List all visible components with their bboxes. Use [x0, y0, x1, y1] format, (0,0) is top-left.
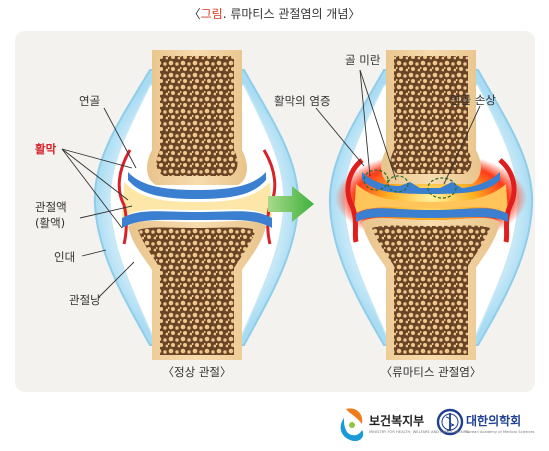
label-ligament: 인대 [54, 250, 75, 264]
label-capsule: 관절낭 [69, 293, 101, 307]
label-cartilage: 연골 [79, 94, 100, 108]
label-bone-erosion: 골 미란 [345, 53, 381, 67]
normal-upper-marrow [156, 56, 238, 176]
academy-subtitle: Korean Academy of Medical Sciences [466, 430, 535, 434]
ministry-name: 보건복지부 [369, 414, 425, 428]
label-cartilage-damage: 연골 손상 [450, 93, 496, 107]
academy-logo-icon [436, 408, 464, 436]
leader-lines [61, 69, 481, 299]
figure-title: 〈그림. 류마티스 관절염의 개념〉 [0, 5, 549, 22]
ra-synovium-left [345, 158, 364, 243]
normal-synovium-left [117, 149, 132, 245]
label-synovial-fluid-alt: (활액) [35, 216, 65, 230]
ra-upper-marrow [390, 56, 472, 174]
title-keyword: 그림 [200, 7, 223, 21]
label-synovium: 활막 [35, 142, 57, 156]
normal-synovial-fluid [122, 182, 272, 218]
ra-synovium-right [498, 158, 517, 243]
ra-cartilage-damage-circle [427, 177, 457, 199]
progression-arrow [268, 186, 314, 222]
ra-lower-marrow [372, 225, 490, 355]
ra-erosion-circle-left [363, 169, 389, 191]
ra-lower-cartilage [356, 208, 508, 222]
ministry-subtitle: MINISTRY FOR HEALTH, WELFARE AND FAMILY … [369, 430, 469, 434]
ministry-logo-icon [340, 408, 364, 442]
normal-lower-cartilage [122, 211, 272, 228]
academy-name: 대한의학회 [466, 414, 522, 428]
ra-joint [328, 50, 534, 360]
normal-joint [93, 50, 300, 360]
caption-ra-joint: 〈류마티스 관절염〉 [381, 365, 482, 379]
title-bracket: 〈 [188, 7, 201, 21]
ra-upper-cartilage [362, 172, 500, 194]
label-synovitis: 활막의 염증 [274, 94, 331, 108]
normal-upper-cartilage [128, 172, 266, 199]
normal-lower-marrow [138, 227, 256, 355]
ra-synovial-fluid [354, 184, 508, 214]
title-text: . 류마티스 관절염의 개념〉 [222, 7, 361, 21]
label-synovial-fluid: 관절액 [35, 200, 67, 214]
ra-erosion-circle-center [387, 175, 409, 193]
caption-normal-joint: 〈정상 관절〉 [163, 365, 232, 379]
